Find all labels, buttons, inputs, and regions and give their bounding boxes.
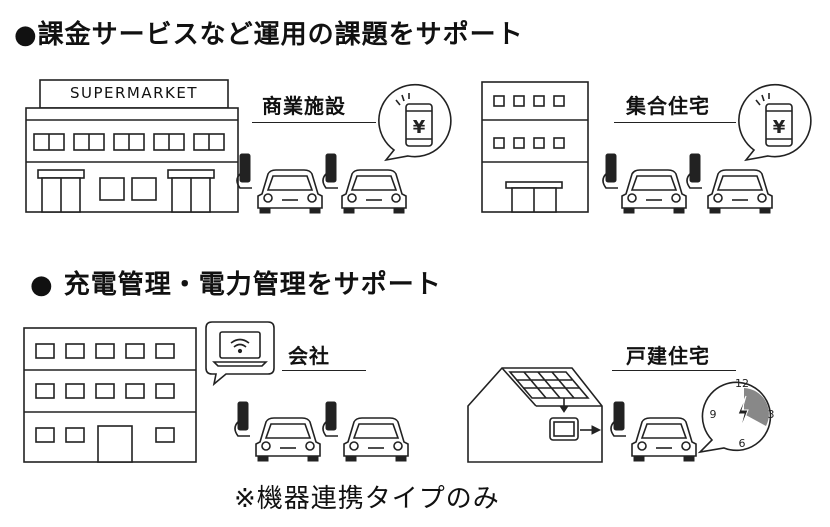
car-icon	[255, 417, 321, 462]
clock-number-9: 9	[710, 408, 717, 421]
apartment-building-icon	[481, 81, 589, 213]
house-solar-icon	[467, 367, 603, 463]
car-icon	[257, 169, 323, 214]
clock-number-3: 3	[768, 408, 775, 421]
section1-heading: ●課金サービスなど運用の課題をサポート	[14, 20, 524, 50]
house-label-underline	[612, 370, 736, 371]
yen-symbol: ¥	[413, 117, 426, 138]
smartphone-bubble-icon: ¥	[738, 83, 812, 162]
smartphone-bubble-icon: ¥	[378, 83, 452, 162]
footnote: ※機器連携タイプのみ	[234, 484, 500, 514]
ev-charger-icon	[234, 401, 250, 437]
car-icon	[341, 169, 407, 214]
ev-charger-icon	[236, 153, 252, 189]
ev-charger-icon	[686, 153, 702, 189]
yen-symbol: ¥	[773, 117, 786, 138]
ev-charger-icon	[322, 153, 338, 189]
supermarket-building-icon	[25, 79, 239, 213]
laptop-wifi-bubble-icon	[205, 321, 275, 387]
commercial-facility-label: 商業施設	[262, 94, 346, 118]
clock-icon: 12 3 6 9	[697, 377, 775, 454]
car-icon	[631, 417, 697, 462]
car-icon	[621, 169, 687, 214]
office-label-underline	[282, 370, 366, 371]
apartment-label: 集合住宅	[626, 94, 710, 118]
car-icon	[707, 169, 773, 214]
ev-charger-icon	[602, 153, 618, 189]
apartment-label-underline	[614, 122, 736, 123]
ev-charger-icon	[322, 401, 338, 437]
section2-heading: ● 充電管理・電力管理をサポート	[30, 270, 442, 300]
commercial-label-underline	[252, 122, 376, 123]
clock-number-12: 12	[735, 377, 749, 390]
detached-house-label: 戸建住宅	[626, 344, 710, 368]
car-icon	[343, 417, 409, 462]
clock-number-6: 6	[739, 437, 746, 450]
supermarket-sign: SUPERMARKET	[69, 84, 199, 102]
office-label: 会社	[288, 344, 330, 368]
ev-charger-icon	[610, 401, 626, 437]
office-building-icon	[23, 327, 197, 463]
